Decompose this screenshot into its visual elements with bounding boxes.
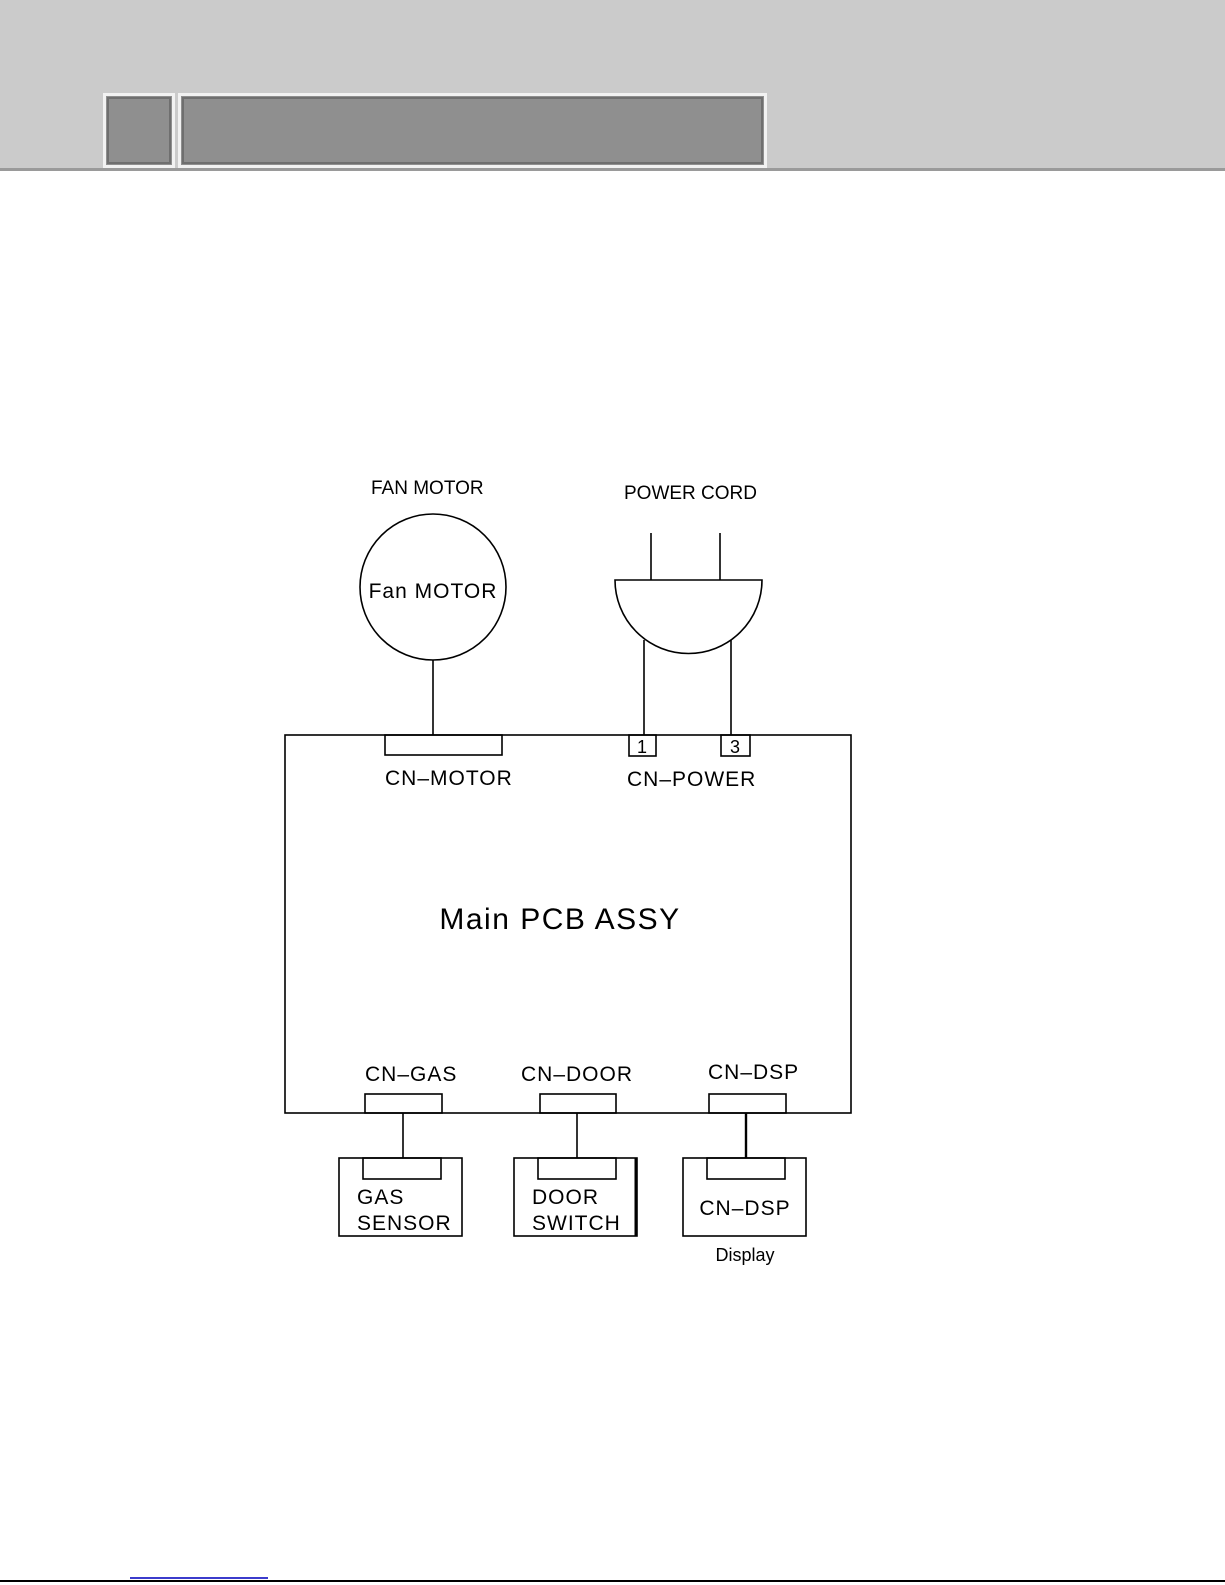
cn-dsp-connector <box>709 1094 786 1113</box>
gas-sensor-socket <box>363 1158 441 1179</box>
gas-sensor-label-1: GAS <box>357 1186 404 1209</box>
cn-motor-label: CN–MOTOR <box>385 767 513 790</box>
footer-link-underline <box>130 1577 268 1579</box>
display-socket <box>707 1158 785 1179</box>
gas-sensor-label-2: SENSOR <box>357 1212 452 1235</box>
power-cord-title: POWER CORD <box>624 483 757 504</box>
door-switch-label-1: DOOR <box>532 1186 599 1209</box>
cn-motor-connector <box>385 735 502 755</box>
pin-3-label: 3 <box>730 737 740 757</box>
cn-dsp-label: CN–DSP <box>708 1061 799 1084</box>
door-switch-socket <box>538 1158 616 1179</box>
pin-1-label: 1 <box>637 737 647 757</box>
fan-motor-title: FAN MOTOR <box>371 478 484 499</box>
fan-motor-label: Fan MOTOR <box>369 580 498 603</box>
cn-gas-connector <box>365 1094 442 1113</box>
cn-door-connector <box>540 1094 616 1113</box>
display-caption: Display <box>715 1245 774 1265</box>
power-plug <box>615 580 762 654</box>
cn-door-label: CN–DOOR <box>521 1063 633 1086</box>
display-connector-label: CN–DSP <box>699 1197 790 1220</box>
door-switch-label-2: SWITCH <box>532 1212 621 1235</box>
cn-power-label: CN–POWER <box>627 768 756 791</box>
cn-gas-label: CN–GAS <box>365 1063 457 1086</box>
main-pcb-label: Main PCB ASSY <box>439 903 680 936</box>
footer-rule <box>0 1580 1225 1582</box>
